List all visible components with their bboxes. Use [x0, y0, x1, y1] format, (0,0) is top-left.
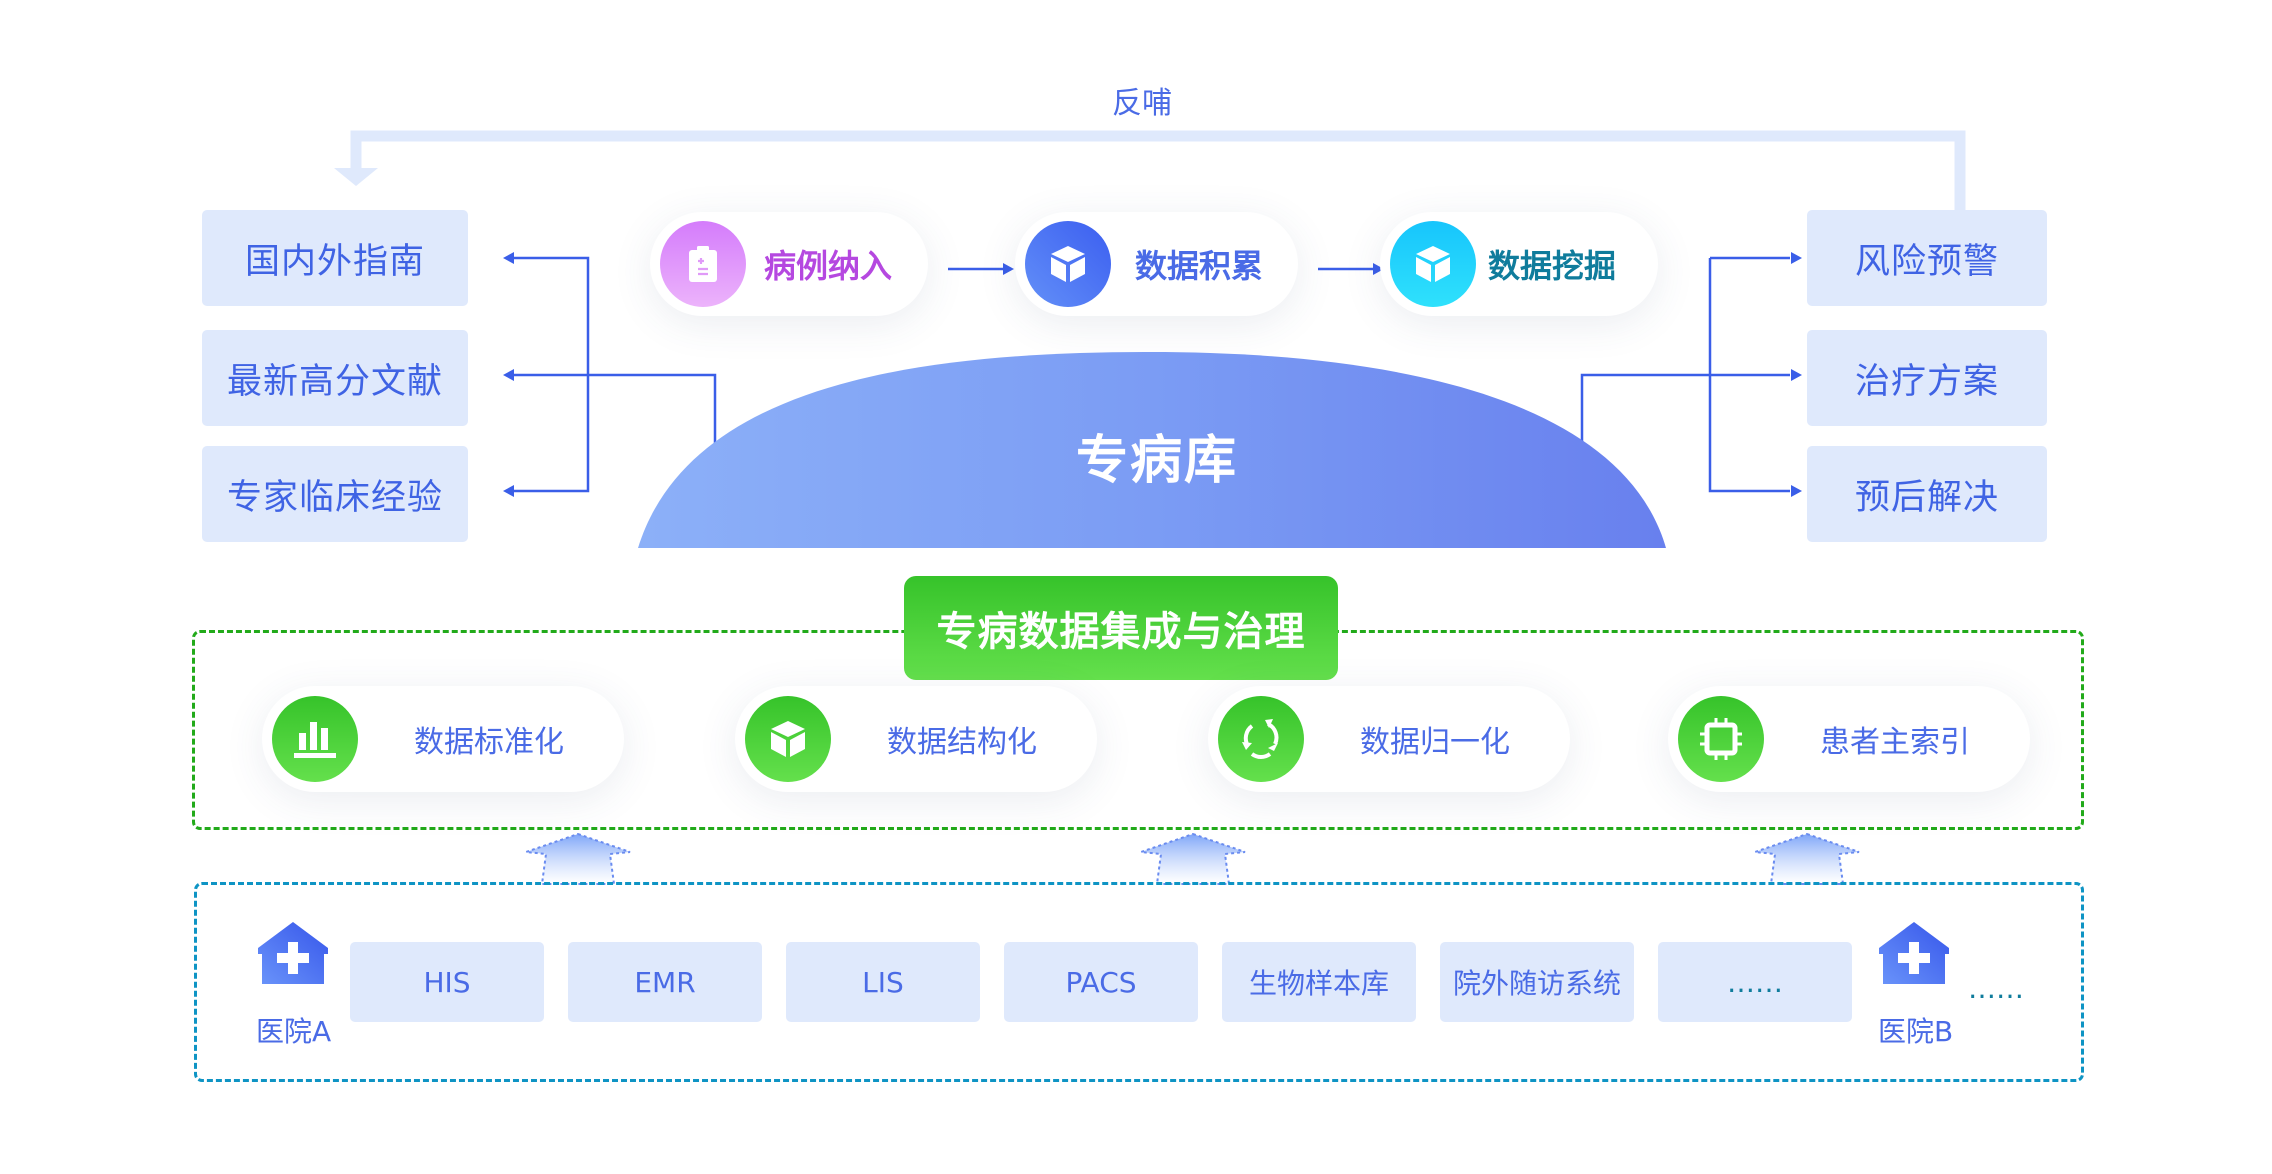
- system-emr: EMR: [568, 942, 762, 1022]
- flow-step-data-mining: 数据挖掘: [1380, 212, 1658, 316]
- system-biobank: 生物样本库: [1222, 942, 1416, 1022]
- integration-title: 专病数据集成与治理: [904, 576, 1338, 680]
- hospital-a-label: 医院A: [256, 1015, 332, 1048]
- feedback-arrow: [334, 130, 1966, 210]
- clipboard-icon: [660, 221, 746, 307]
- more-hospitals: ……: [1968, 972, 2024, 1005]
- integration-item-label: 数据标准化: [414, 725, 564, 760]
- integration-item-label: 患者主索引: [1820, 725, 1970, 760]
- system-his: HIS: [350, 942, 544, 1022]
- hospital-icon: [1879, 922, 1949, 990]
- integration-title-text: 专病数据集成与治理: [936, 609, 1306, 655]
- system-more: ……: [1658, 942, 1852, 1022]
- chip-icon: [1678, 696, 1764, 782]
- flow-step-data-accumulation: 数据积累: [1015, 212, 1298, 316]
- integration-item-label: 数据结构化: [887, 725, 1037, 760]
- system-followup: 院外随访系统: [1440, 942, 1634, 1022]
- cube-icon: [745, 696, 831, 782]
- integration-item-structuring: 数据结构化: [735, 686, 1097, 792]
- right-box-treatment: 治疗方案: [1807, 330, 2047, 426]
- integration-item-normalization: 数据归一化: [1208, 686, 1570, 792]
- right-box-prognosis: 预后解决: [1807, 446, 2047, 542]
- flow-step-label: 病例纳入: [764, 247, 893, 285]
- feedback-label: 反哺: [1112, 86, 1172, 121]
- flow-step-label: 数据挖掘: [1488, 247, 1617, 285]
- system-lis: LIS: [786, 942, 980, 1022]
- integration-item-standardization: 数据标准化: [262, 686, 624, 792]
- core-dome: [638, 352, 1666, 548]
- flow-step-case-inclusion: 病例纳入: [650, 212, 928, 316]
- up-arrow-1: [525, 832, 631, 885]
- connector-lines: [503, 252, 1802, 497]
- left-box-guidelines: 国内外指南: [202, 210, 468, 306]
- system-pacs: PACS: [1004, 942, 1198, 1022]
- bar-chart-icon: [272, 696, 358, 782]
- cycle-arrows-icon: [1218, 696, 1304, 782]
- hospital-icon: [258, 922, 328, 990]
- hospital-b-label: 医院B: [1878, 1015, 1954, 1048]
- core-label: 专病库: [1076, 431, 1239, 491]
- up-arrow-3: [1754, 832, 1860, 885]
- up-arrows: [525, 832, 1860, 885]
- integration-item-master-patient-index: 患者主索引: [1668, 686, 2030, 792]
- up-arrow-2: [1140, 832, 1246, 885]
- sources-frame: [194, 882, 2084, 1082]
- left-box-literature: 最新高分文献: [202, 330, 468, 426]
- right-box-risk-warning: 风险预警: [1807, 210, 2047, 306]
- cube-icon: [1390, 221, 1476, 307]
- cube-icon: [1025, 221, 1111, 307]
- flow-step-label: 数据积累: [1135, 247, 1264, 285]
- integration-item-label: 数据归一化: [1360, 725, 1510, 760]
- left-box-expertise: 专家临床经验: [202, 446, 468, 542]
